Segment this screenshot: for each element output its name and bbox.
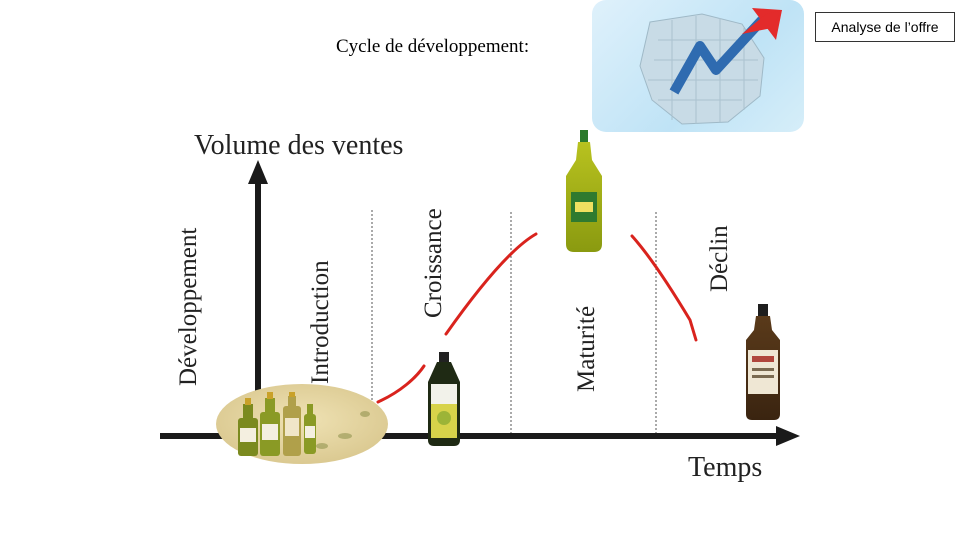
phase-label-croissance: Croissance <box>420 208 447 318</box>
x-axis-label: Temps <box>688 452 762 483</box>
olive-oil-bottle-image <box>566 130 602 252</box>
olive-oil-bottles-image <box>216 384 388 464</box>
phase-dividers <box>372 210 656 433</box>
phase-label-declin: Déclin <box>706 225 733 292</box>
phase-label-developpement: Développement <box>175 228 202 386</box>
phase-label-maturite: Maturité <box>573 306 600 392</box>
olive-oil-bottle-image <box>746 304 780 420</box>
olive-oil-bottle-image <box>428 352 460 446</box>
y-axis-label: Volume des ventes <box>194 130 403 161</box>
phase-label-introduction: Introduction <box>307 260 334 384</box>
